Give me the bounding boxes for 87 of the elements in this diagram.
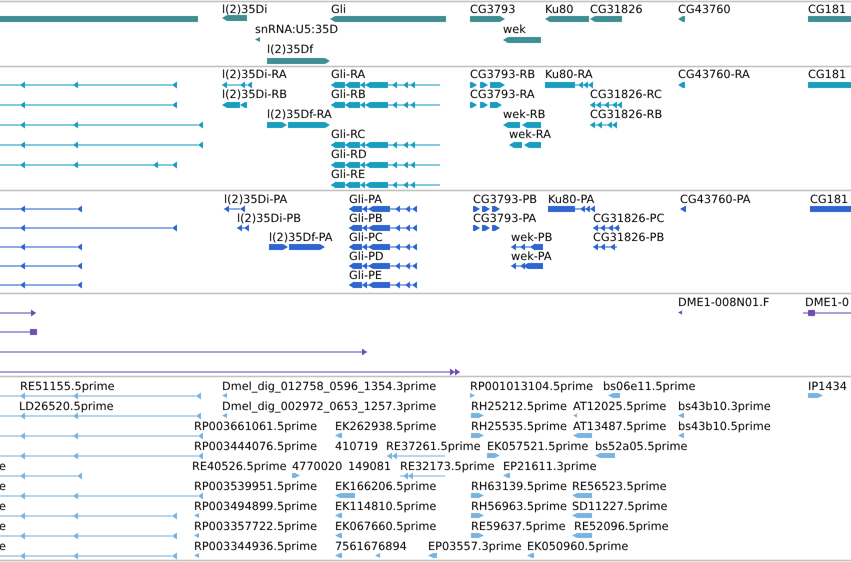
transcript-label: Gli-RD [331, 148, 367, 161]
clone-label: EP03557.3prime [428, 540, 522, 553]
clone-label: bs43b10.5prime [678, 420, 771, 433]
protein-label: Ku80-PA [548, 193, 594, 206]
clone-label: RH25212.5prime [471, 400, 567, 413]
clone-label: RE56523.5prime [572, 480, 667, 493]
transcript-label: Gli-RC [331, 128, 366, 141]
clone-label: bs43b10.3prime [678, 400, 771, 413]
clone-label: EK114810.5prime [335, 500, 436, 513]
gene-label: wek [503, 23, 526, 36]
clone-label: AT12025.5prime [573, 400, 666, 413]
clone-label: bs06e11.5prime [603, 380, 696, 393]
clone-label: RP003344936.5prime [194, 540, 318, 553]
gene-label: CG31826 [590, 3, 643, 16]
protein-label: Gli-PE [349, 269, 382, 282]
transcript-label: wek-RA [509, 128, 551, 141]
clone-label: RE59637.5prime [471, 520, 566, 533]
protein-label: CG3793-PB [473, 193, 538, 206]
gene-label: CG43760 [678, 3, 731, 16]
clone-label: SD11227.5prime [572, 500, 668, 513]
protein-label: wek-PA [511, 250, 552, 263]
transcript-label: wek-RB [503, 108, 546, 121]
transcript-label: l(2)35Di-RA [222, 68, 287, 81]
clone-label: RP003357722.5prime [194, 520, 318, 533]
clone-label: Dmel_dig_012758_0596_1354.3prime [222, 380, 436, 393]
protein-label: CG3793-PA [473, 212, 536, 225]
gene-label: CG3793 [470, 3, 516, 16]
protein-label: l(2)35Df-PA [269, 231, 332, 244]
transcript-label: CG3793-RB [470, 68, 536, 81]
clone-label: RP001013104.5prime [470, 380, 594, 393]
protein-label: Gli-PD [349, 250, 384, 263]
clone-label: IP1434 [808, 380, 847, 393]
gene-label: l(2)35Df [267, 43, 314, 56]
transcript-label: l(2)35Di-RB [222, 88, 288, 101]
transcript-label: CG31826-RC [590, 88, 662, 101]
gene-label: snRNA:U5:35D [255, 23, 338, 36]
protein-label: Gli-PB [349, 212, 383, 225]
clone-label: 4770020 [292, 460, 342, 473]
protein-label: CG43760-PA [680, 193, 750, 206]
protein-label: wek-PB [511, 231, 552, 244]
clone-label: RH25535.5prime [471, 420, 567, 433]
gene-label: l(2)35Di [222, 3, 268, 16]
protein-label: CG181 [810, 193, 848, 206]
clone-label: RH56963.5prime [471, 500, 567, 513]
transcript-label: CG181 [808, 68, 846, 81]
clone-label: EP21611.3prime [503, 460, 597, 473]
clone-label: EK067660.5prime [335, 520, 436, 533]
clone-label: RP003539951.5prime [194, 480, 318, 493]
clone-label: EK057521.5prime [487, 440, 588, 453]
transcript-label: CG3793-RA [470, 88, 535, 101]
protein-label: Gli-PA [349, 193, 382, 206]
clone-label: RP003661061.5prime [194, 420, 318, 433]
clone-label: RP003444076.5prime [194, 440, 318, 453]
protein-label: CG31826-PC [593, 212, 664, 225]
clone-label: 7561676894 [335, 540, 407, 553]
clone-label: RH63139.5prime [471, 480, 567, 493]
transcript-label: CG43760-RA [678, 68, 750, 81]
clone-label: RE32173.5prime [400, 460, 495, 473]
clone-label: EK050960.5prime [527, 540, 628, 553]
alignment-label: DME1-008N01.F [678, 296, 770, 309]
clone-label: 149081 [348, 460, 392, 473]
transcript-label: CG31826-RB [590, 108, 662, 121]
clone-label: RE37261.5prime [386, 440, 481, 453]
clone-label: bs52a05.5prime [595, 440, 688, 453]
transcript-label: Gli-RB [331, 88, 366, 101]
clone-label: RE51155.5prime [20, 380, 115, 393]
clone-label: Dmel_dig_002972_0653_1257.3prime [222, 400, 436, 413]
clone-label: RE40526.5prime [192, 460, 287, 473]
gene-label: Gli [331, 3, 346, 16]
gene-label: CG181 [808, 3, 846, 16]
clone-label: AT13487.5prime [573, 420, 666, 433]
clone-label: LD26520.5prime [19, 400, 114, 413]
protein-label: Gli-PC [349, 231, 383, 244]
transcript-label: Ku80-RA [545, 68, 593, 81]
protein-label: CG31826-PB [593, 231, 664, 244]
protein-label: l(2)35Di-PB [237, 212, 301, 225]
gene-label: Ku80 [545, 3, 574, 16]
clone-label: EK262938.5prime [335, 420, 436, 433]
transcript-label: l(2)35Df-RA [267, 108, 332, 121]
clone-label: 410719 [335, 440, 378, 453]
transcript-label: Gli-RA [331, 68, 366, 81]
protein-label: l(2)35Di-PA [224, 193, 288, 206]
clone-label: EK166206.5prime [335, 480, 436, 493]
clone-label: RP003494899.5prime [194, 500, 318, 513]
transcript-label: Gli-RE [331, 168, 366, 181]
clone-label: RE52096.5prime [574, 520, 669, 533]
alignment-label: DME1-0 [805, 296, 850, 309]
